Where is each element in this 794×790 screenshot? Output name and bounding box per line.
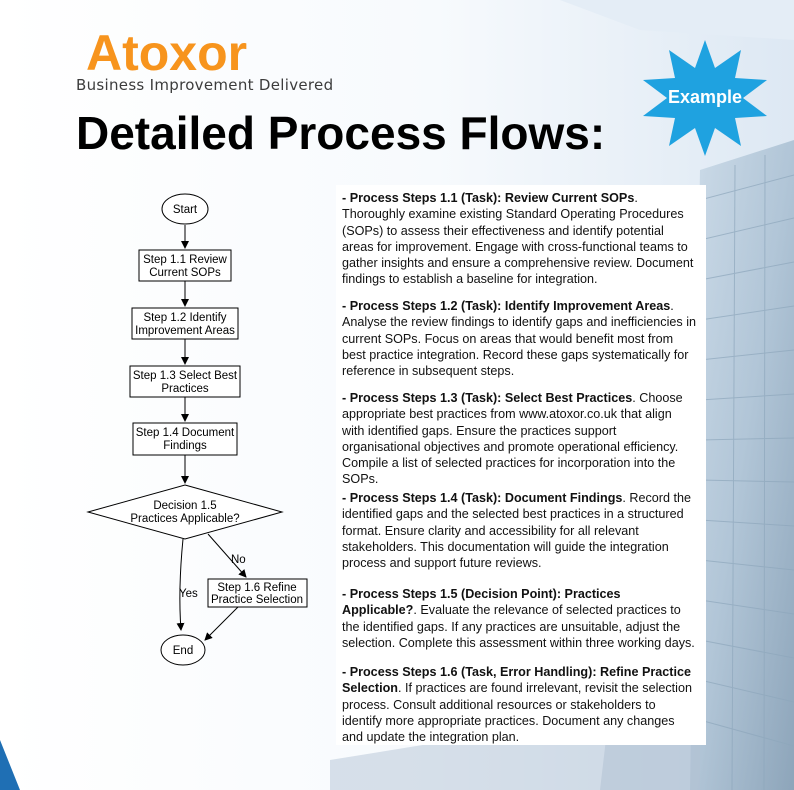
description-1-4: - Process Steps 1.4 (Task): Document Fin…	[342, 490, 697, 571]
step-label-line1: Step 1.4 Document	[136, 427, 235, 439]
page-title: Detailed Process Flows:	[76, 107, 606, 159]
step-label-line1: Step 1.3 Select Best	[133, 370, 238, 382]
step-label-line2: Practice Selection	[211, 594, 303, 606]
description-1-2: - Process Steps 1.2 (Task): Identify Imp…	[342, 298, 697, 379]
description-heading: - Process Steps 1.5 (Decision Point): Pr…	[342, 587, 621, 618]
start-label: Start	[173, 204, 198, 216]
example-badge-label: Example	[667, 87, 743, 107]
flow-step-1-6: Step 1.6 Refine Practice Selection	[207, 578, 308, 608]
description-panel	[336, 185, 706, 745]
step-label-line1: Step 1.6 Refine	[217, 582, 296, 594]
step-label-line2: Practices	[161, 383, 209, 395]
description-body: . If practices are found irrelevant, rev…	[342, 681, 692, 745]
description-1-1: - Process Steps 1.1 (Task): Review Curre…	[342, 190, 697, 288]
starburst-icon	[643, 40, 767, 156]
end-label: End	[173, 645, 193, 657]
brand-tagline: Business Improvement Delivered	[76, 76, 334, 94]
flow-node-start: Start	[161, 193, 209, 225]
description-heading: - Process Steps 1.3 (Task): Select Best …	[342, 391, 633, 405]
step-label-line1: Step 1.1 Review	[143, 254, 227, 266]
description-body: . Choose appropriate best practices from…	[342, 391, 683, 487]
example-badge: Example	[643, 40, 767, 156]
step-label-line2: Current SOPs	[149, 267, 221, 279]
description-1-6: - Process Steps 1.6 (Task, Error Handlin…	[342, 664, 697, 745]
step-label-line2: Findings	[163, 440, 207, 452]
flow-node-end: End	[160, 634, 206, 666]
step-label-line1: Step 1.2 Identify	[143, 312, 226, 324]
connector-decision-yes	[176, 538, 185, 631]
flow-decision-1-5: Decision 1.5 Practices Applicable?	[86, 484, 284, 540]
connector-decision-no	[207, 533, 247, 578]
description-heading: - Process Steps 1.4 (Task): Document Fin…	[342, 491, 623, 505]
description-body: . Evaluate the relevance of selected pra…	[342, 603, 695, 650]
no-label: No	[231, 554, 246, 566]
description-heading: - Process Steps 1.2 (Task): Identify Imp…	[342, 299, 671, 313]
description-1-5: - Process Steps 1.5 (Decision Point): Pr…	[342, 586, 697, 651]
flow-connectors	[176, 225, 247, 641]
description-body: . Thoroughly examine existing Standard O…	[342, 191, 694, 287]
decision-label-line1: Decision 1.5	[153, 500, 216, 512]
yes-label: Yes	[179, 588, 198, 600]
flow-step-1-2: Step 1.2 Identify Improvement Areas	[131, 307, 239, 340]
description-body: . Record the identified gaps and the sel…	[342, 491, 691, 571]
flow-step-1-1: Step 1.1 Review Current SOPs	[138, 249, 232, 282]
decision-label-line2: Practices Applicable?	[130, 513, 239, 525]
description-heading: - Process Steps 1.6 (Task, Error Handlin…	[342, 665, 692, 696]
brand-logo: Atoxor	[86, 25, 248, 81]
description-heading: - Process Steps 1.1 (Task): Review Curre…	[342, 191, 635, 205]
description-body: . Analyse the review findings to identif…	[342, 299, 697, 379]
flow-step-1-3: Step 1.3 Select Best Practices	[129, 365, 241, 398]
flow-step-1-4: Step 1.4 Document Findings	[132, 422, 238, 456]
description-1-3: - Process Steps 1.3 (Task): Select Best …	[342, 390, 697, 488]
connector-refine-end	[204, 606, 239, 641]
step-label-line2: Improvement Areas	[135, 325, 235, 337]
